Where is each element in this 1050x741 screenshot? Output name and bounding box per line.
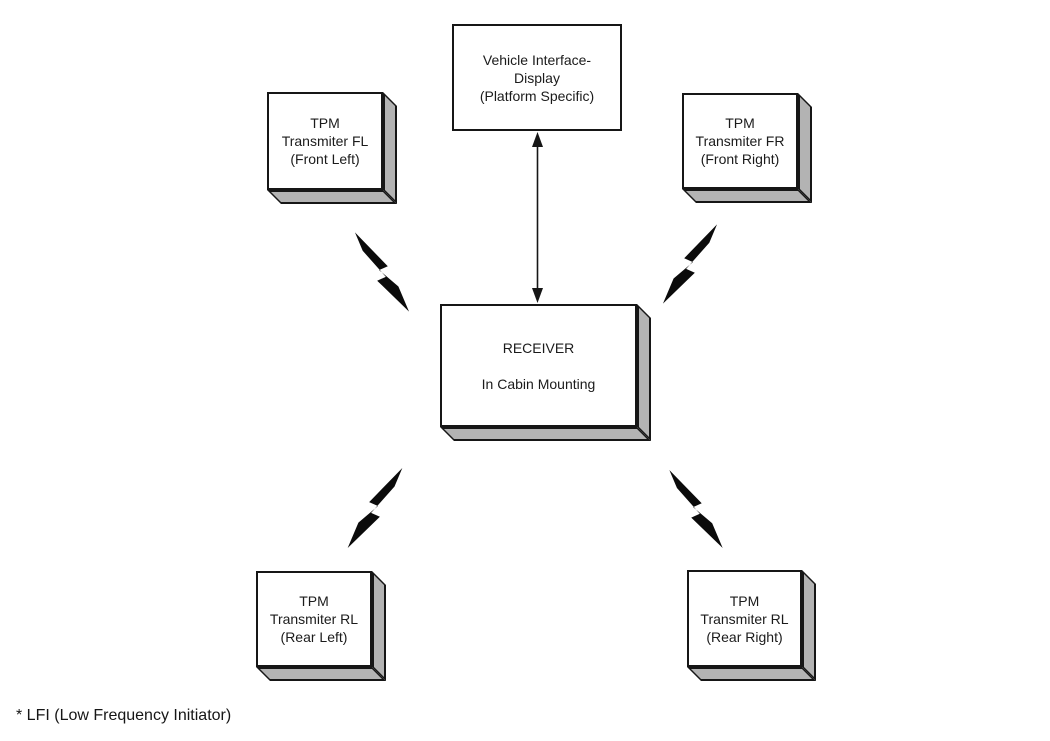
node-label-line: Display [514, 69, 560, 86]
footnote-lfi: * LFI (Low Frequency Initiator) [16, 707, 232, 724]
box-bottom-face [267, 190, 397, 204]
node-label-line: (Rear Left) [280, 629, 348, 645]
node-tpm-rear-right: TPM Transmiter RL (Rear Right) [687, 570, 816, 681]
lightning-bolt-icon-rear-right [667, 469, 725, 549]
lightning-bolt-icon-front-left [354, 230, 410, 314]
node-receiver: RECEIVER In Cabin Mounting [440, 304, 651, 441]
box-side-face [637, 304, 651, 441]
lightning-bolt-icon-front-right [662, 222, 718, 306]
node-tpm-rear-left: TPM Transmiter RL (Rear Left) [256, 571, 386, 681]
box-side-face [372, 571, 386, 681]
node-vehicle-interface-display: Vehicle Interface- Display (Platform Spe… [452, 24, 622, 131]
node-label-line: TPM [725, 115, 755, 131]
node-label-line: TPM [299, 593, 329, 609]
box-front-face: TPM Transmiter FL (Front Left) [267, 92, 383, 190]
box-side-face [798, 93, 812, 203]
node-label-line: Transmiter RL [269, 611, 359, 627]
node-label-line: Transmiter FR [695, 133, 785, 149]
box-bottom-face [440, 427, 651, 441]
box-side-face [802, 570, 816, 681]
node-label-line: Transmiter FL [281, 133, 369, 149]
node-tpm-front-right: TPM Transmiter FR (Front Right) [682, 93, 812, 203]
node-label-line: Transmiter RL [700, 610, 789, 627]
node-label-line: (Platform Specific) [479, 87, 595, 104]
receiver-title: RECEIVER [502, 339, 575, 356]
box-front-face: RECEIVER In Cabin Mounting [440, 304, 637, 427]
node-label-line: (Front Left) [290, 151, 360, 167]
node-tpm-front-left: TPM Transmiter FL (Front Left) [267, 92, 397, 204]
box-front-face: TPM Transmiter RL (Rear Left) [256, 571, 372, 667]
box-bottom-face [682, 189, 812, 203]
box-front-face: TPM Transmiter RL (Rear Right) [687, 570, 802, 667]
bidirectional-arrow-icon [530, 131, 545, 309]
node-label-line: (Rear Right) [706, 628, 783, 645]
box-bottom-face [256, 667, 386, 681]
node-label-line: TPM [310, 115, 340, 131]
box-bottom-face [687, 667, 816, 681]
lightning-bolt-icon-rear-left [346, 467, 404, 549]
receiver-subtitle: In Cabin Mounting [481, 375, 596, 392]
box-front-face: TPM Transmiter FR (Front Right) [682, 93, 798, 189]
node-label-line: (Front Right) [700, 151, 780, 167]
box-side-face [383, 92, 397, 204]
node-label-line: TPM [729, 592, 760, 609]
node-label-line: Vehicle Interface- [482, 51, 592, 68]
